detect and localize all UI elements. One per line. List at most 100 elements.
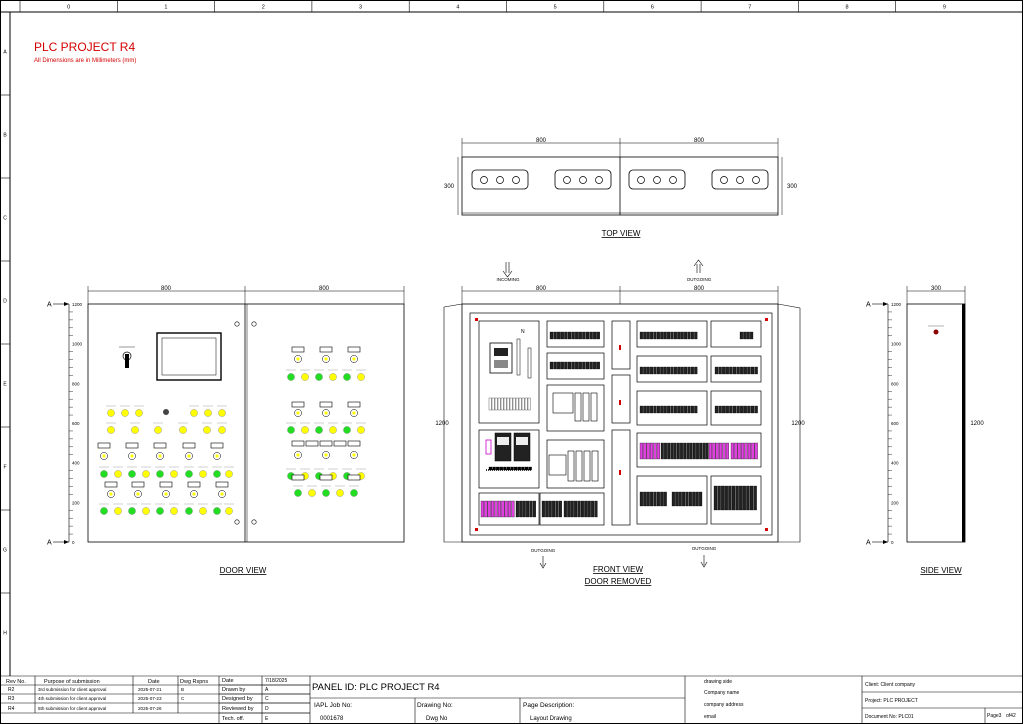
terminal <box>754 366 758 375</box>
top-view-label: TOP VIEW <box>602 229 641 238</box>
push-button-cap <box>352 357 356 361</box>
terminal <box>567 500 571 518</box>
terminal <box>731 485 736 511</box>
nameplate <box>347 440 361 447</box>
terminal <box>688 491 692 507</box>
rev-header-no: Rev No. <box>6 679 26 685</box>
gland-plate <box>628 169 686 190</box>
terminal <box>515 500 519 518</box>
nameplate <box>347 346 361 353</box>
terminal <box>676 442 680 460</box>
outgoing-arrow-bottom-left <box>539 556 547 569</box>
terminal <box>500 397 504 411</box>
nameplate <box>187 481 201 488</box>
page-desc-value: Layout Drawing <box>530 716 572 722</box>
terminal <box>736 366 740 375</box>
terminal <box>643 366 647 375</box>
approval-initial: C <box>265 696 269 702</box>
outgoing-label-bottom-left: OUTGOING <box>531 548 556 553</box>
terminal <box>673 405 677 414</box>
terminal <box>690 405 694 414</box>
terminal <box>653 405 657 414</box>
terminal <box>487 500 491 518</box>
side-view: 300 1200 <box>906 286 984 543</box>
approval-date-value: 7/18/2025 <box>265 678 287 684</box>
terminal <box>577 500 581 518</box>
push-button-cap <box>109 492 113 496</box>
terminal <box>639 491 643 507</box>
terminal <box>692 491 696 507</box>
terminal <box>670 366 674 375</box>
terminal <box>722 442 726 460</box>
plc-rack <box>548 392 599 482</box>
terminal <box>646 331 650 340</box>
terminal <box>663 491 667 507</box>
grid-row-label: D <box>3 299 7 305</box>
project-title: PLC PROJECT R4 <box>34 40 135 54</box>
rev-cell: C <box>181 696 185 701</box>
terminal <box>684 366 688 375</box>
terminal <box>553 331 557 340</box>
terminal <box>690 331 694 340</box>
door-lamp-array <box>97 346 366 515</box>
terminal <box>714 405 719 414</box>
terminal <box>718 405 722 414</box>
terminal <box>713 485 718 511</box>
terminal <box>694 405 698 414</box>
terminal <box>574 500 578 518</box>
terminal <box>675 491 679 507</box>
mccb: N <box>489 329 532 379</box>
rev-cell: R4 <box>8 706 15 712</box>
terminal <box>518 397 522 411</box>
pilot-lamp <box>114 507 122 515</box>
pilot-lamp <box>343 373 351 381</box>
pilot-lamp <box>287 373 295 381</box>
terminal <box>524 397 528 411</box>
pilot-lamp <box>156 470 164 478</box>
page-number: Page3 <box>987 713 1002 719</box>
terminal <box>689 442 693 460</box>
terminal <box>741 442 745 460</box>
terminal <box>526 500 530 518</box>
terminal <box>677 331 681 340</box>
terminal <box>744 442 748 460</box>
terminal <box>596 331 600 340</box>
push-button-cap <box>296 357 300 361</box>
incoming-arrow <box>502 262 513 278</box>
top-dim-depth-left: 300 <box>444 184 455 190</box>
terminal <box>549 331 554 340</box>
pilot-lamp <box>107 426 115 434</box>
nameplate <box>131 481 145 488</box>
terminal <box>589 331 593 340</box>
terminal <box>555 500 559 518</box>
terminal <box>656 491 660 507</box>
rev-cell: 3rd submission for client approval <box>38 687 106 692</box>
terminal <box>653 366 657 375</box>
approval-role: Reviewed by <box>222 706 254 712</box>
terminal <box>670 405 674 414</box>
pilot-lamp <box>156 507 164 515</box>
pilot-lamp <box>350 489 358 497</box>
scale-tick-label: 800 <box>72 381 80 386</box>
terminal <box>564 331 568 340</box>
terminal <box>724 485 728 511</box>
pilot-lamp <box>121 409 129 417</box>
terminal <box>548 500 552 518</box>
terminal <box>734 442 738 460</box>
grid-row-label: E <box>3 382 7 388</box>
terminal <box>739 331 743 340</box>
terminal <box>660 331 664 340</box>
terminal <box>650 366 654 375</box>
terminal <box>730 442 734 460</box>
pilot-lamp <box>135 409 143 417</box>
terminal <box>725 405 729 414</box>
grid-row-label: F <box>3 465 6 471</box>
nameplate <box>159 481 173 488</box>
terminal <box>663 366 667 375</box>
terminal <box>492 466 496 471</box>
pilot-lamp <box>128 507 136 515</box>
terminal <box>650 442 654 460</box>
front-view-label: FRONT VIEW <box>593 565 644 574</box>
gland-plate <box>711 169 769 190</box>
